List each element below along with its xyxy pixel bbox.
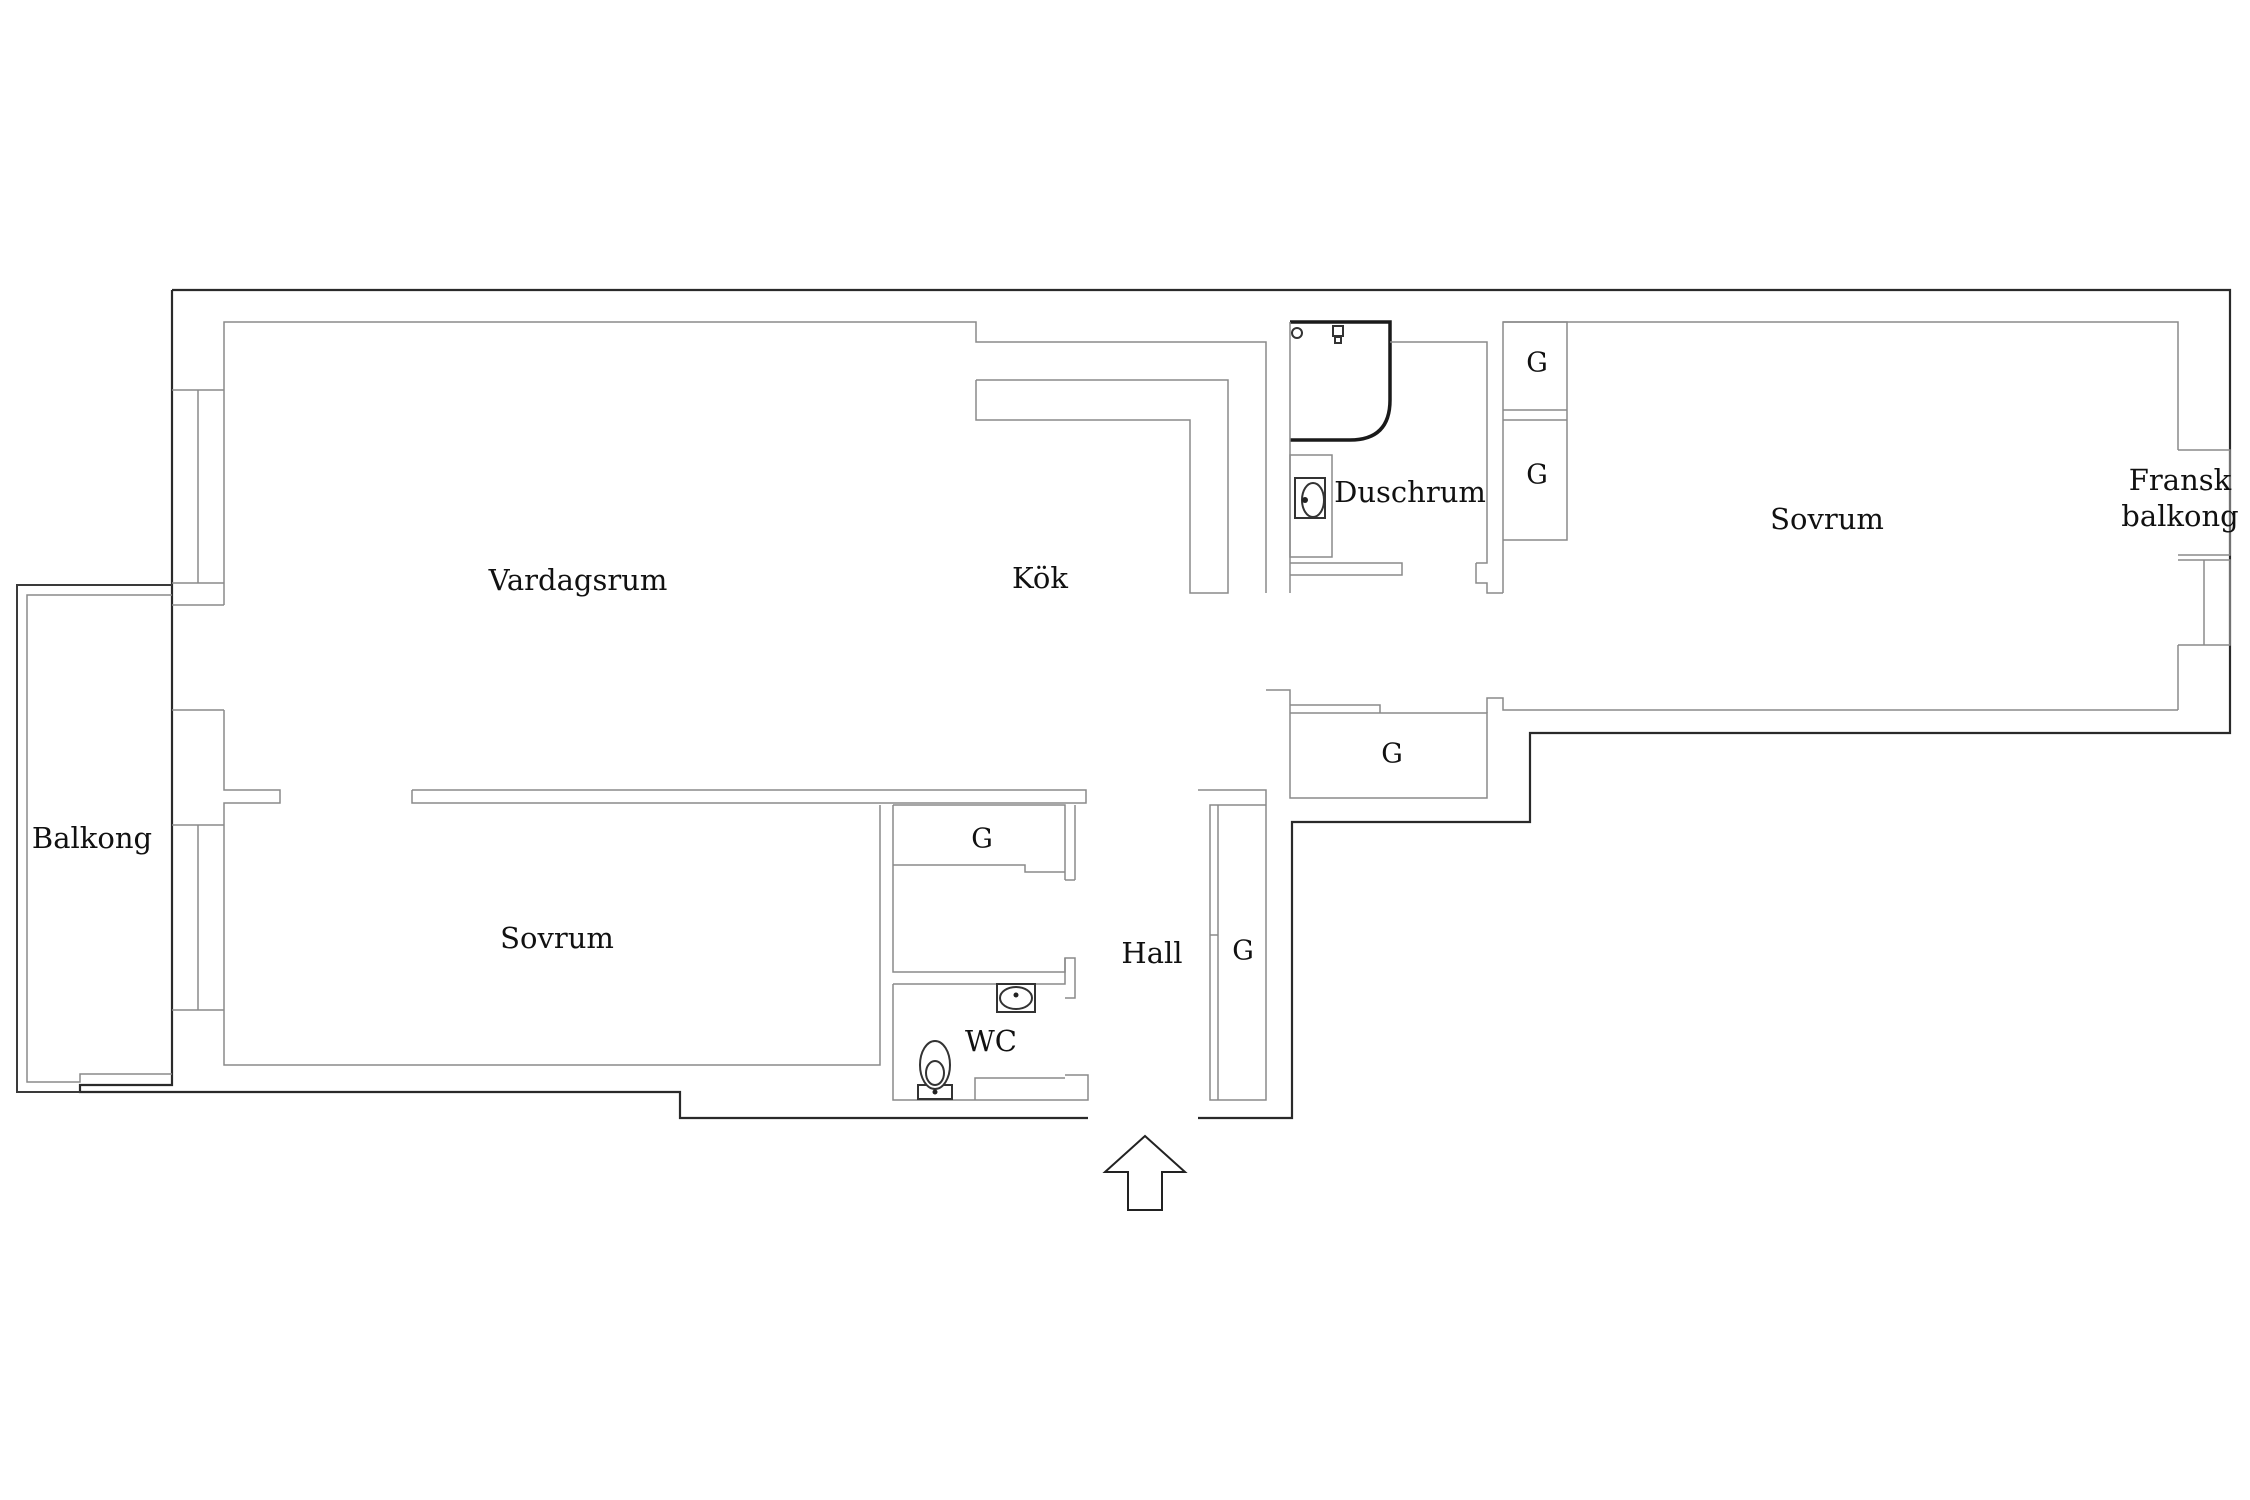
duschrum-floor-line [1290, 562, 1403, 576]
toilet-seat [925, 1060, 945, 1086]
french-balcony-window [2178, 449, 2231, 556]
closet-g-left-c [893, 864, 1065, 873]
label-closet-g-left: G [971, 824, 993, 855]
label-sovrum-left: Sovrum [500, 921, 614, 955]
balcony-outline [16, 584, 172, 1093]
outer-wall-bottom [78, 290, 1088, 1120]
bedroom-right-bottom [1486, 697, 2178, 713]
bedroom-right-closet [1503, 321, 1568, 541]
shower-head [1332, 325, 1344, 337]
label-fransk-balkong-2: balkong [2121, 499, 2238, 533]
closet-g-middle [1266, 689, 1488, 799]
label-duschrum: Duschrum [1334, 475, 1486, 509]
label-kok: Kök [1012, 561, 1068, 595]
label-fransk-balkong-1: Fransk [2129, 463, 2232, 497]
entrance-arrow-icon [1102, 1134, 1188, 1211]
shower-head-b [1334, 336, 1342, 344]
bedroom-right-wall [1502, 321, 2179, 593]
outer-wall [172, 288, 2232, 1120]
label-closet-g-middle: G [1381, 739, 1403, 770]
shower-enclosure [1290, 320, 1392, 442]
label-hall: Hall [1121, 936, 1182, 970]
duschrum-wall-b [1390, 341, 1488, 564]
partition-wall-b [411, 789, 1087, 804]
label-vardagsrum: Vardagsrum [488, 563, 668, 597]
label-sovrum-right: Sovrum [1770, 502, 1884, 536]
closet-g-middle-b [1290, 704, 1381, 713]
label-closet-g-top-1: G [1526, 348, 1548, 379]
balcony-inner [26, 594, 172, 1083]
bedroom-right-entry [1475, 563, 1503, 594]
label-closet-g-hall: G [1232, 936, 1254, 967]
wc-sink-drain [1013, 992, 1019, 998]
wc-counter [974, 1077, 1065, 1100]
closet-g-left [893, 804, 1066, 880]
duschrum-sink-drain [1302, 497, 1308, 503]
shower-drain [1291, 327, 1303, 339]
partition-wall-a [223, 710, 881, 1066]
label-balkong: Balkong [32, 821, 152, 855]
wc-wall [893, 957, 1076, 999]
kitchen-counter [975, 379, 1229, 594]
wc-sink [999, 986, 1033, 1010]
hall-wall-right [1198, 789, 1267, 1101]
toilet-drain [932, 1089, 938, 1095]
duschrum-cabinet [1289, 454, 1333, 558]
living-room-wall [223, 321, 1267, 605]
wc-wall-b [892, 984, 1089, 1101]
label-closet-g-top-2: G [1526, 460, 1548, 491]
label-wc: WC [965, 1024, 1017, 1058]
